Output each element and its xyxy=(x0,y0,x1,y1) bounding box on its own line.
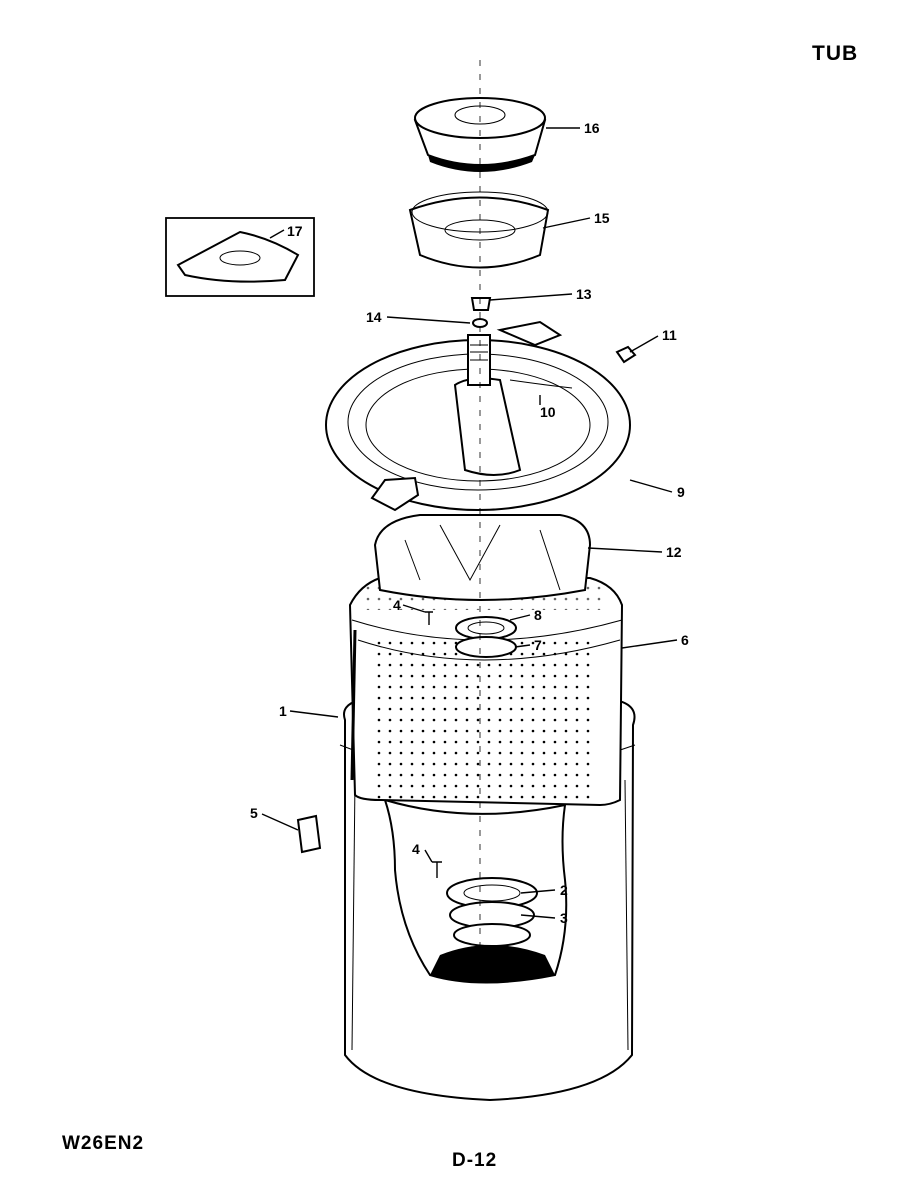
inset-box-part-17 xyxy=(165,217,315,297)
callout-15: 15 xyxy=(594,210,610,226)
callout-7: 7 xyxy=(534,637,542,653)
label-part-5 xyxy=(296,814,322,854)
callout-5: 5 xyxy=(250,805,258,821)
callout-2: 2 xyxy=(560,882,568,898)
cap-part-15 xyxy=(408,191,550,269)
bracket-part-11 xyxy=(615,345,637,364)
callout-10: 10 xyxy=(540,404,556,420)
callout-1: 1 xyxy=(279,703,287,719)
callout-4a: 4 xyxy=(393,597,401,613)
callout-8: 8 xyxy=(534,607,542,623)
callout-17: 17 xyxy=(287,223,303,239)
bolt-part-4 xyxy=(425,611,442,878)
page-number: D-12 xyxy=(452,1150,498,1171)
callout-4b: 4 xyxy=(412,841,420,857)
callout-12: 12 xyxy=(666,544,682,560)
shroud-part xyxy=(373,514,592,601)
small-cap-part xyxy=(470,297,492,328)
model-number: W26EN2 xyxy=(62,1133,145,1154)
callout-9: 9 xyxy=(677,484,685,500)
agitator-part xyxy=(453,334,573,476)
hub-part-7-8 xyxy=(455,616,517,658)
callout-16: 16 xyxy=(584,120,600,136)
callout-11: 11 xyxy=(662,327,677,343)
callout-13: 13 xyxy=(576,286,592,302)
basket-part xyxy=(348,577,624,807)
callout-6: 6 xyxy=(681,632,689,648)
callout-3: 3 xyxy=(560,910,568,926)
callout-14: 14 xyxy=(366,309,382,325)
hub-part-2-3 xyxy=(446,877,538,947)
diagram-title: TUB xyxy=(812,42,859,65)
